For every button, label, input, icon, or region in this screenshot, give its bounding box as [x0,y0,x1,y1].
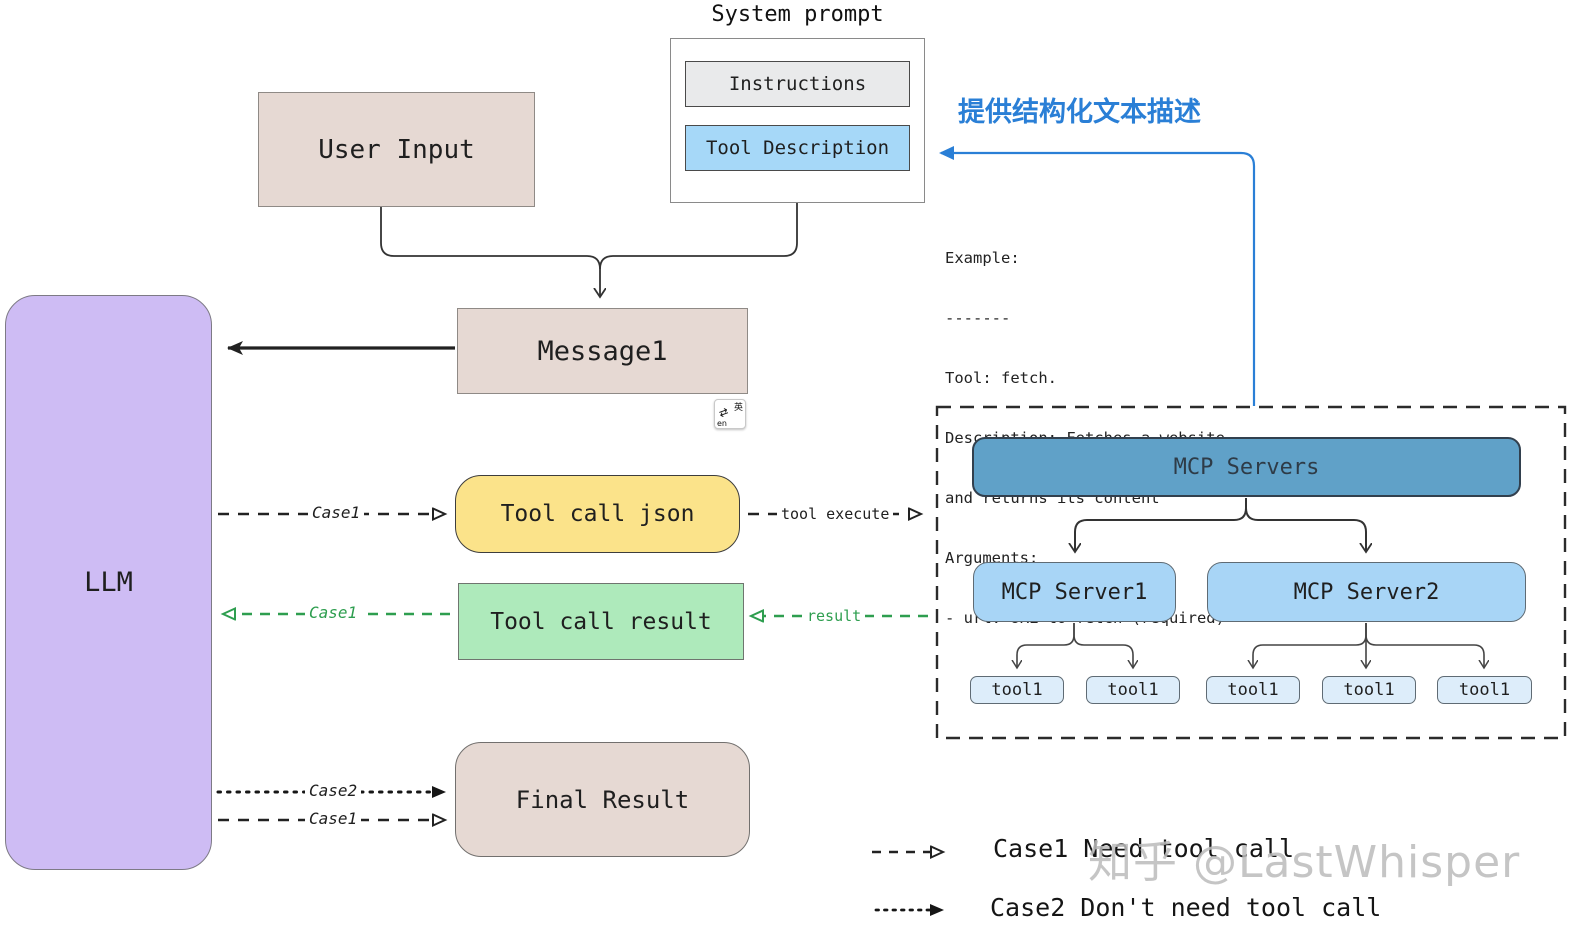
mcp-servers-bar: MCP Servers [972,437,1521,497]
result-label: result [803,606,866,626]
case1-label-bottom: Case1 [305,809,362,829]
tool1-box: tool1 [1086,676,1180,704]
mcp-server1-box: MCP Server1 [973,562,1176,622]
structured-text-note: 提供结构化文本描述 [958,97,1201,128]
tool-call-json-box: Tool call json [455,475,740,553]
user-input-box: User Input [258,92,535,207]
tool-call-result-box: Tool call result [458,583,744,660]
system-prompt-title: System prompt [711,2,884,27]
tool-execute-label: tool execute [777,504,894,524]
case1-label-top: Case1 [308,503,365,523]
case1-label-green: Case1 [305,603,362,623]
final-result-box: Final Result [455,742,750,857]
tool1-box: tool1 [1437,676,1532,704]
tool1-box: tool1 [1322,676,1416,704]
legend-case1: Case1 Need tool call [993,834,1295,863]
case2-label-bottom: Case2 [305,781,362,801]
tool1-box: tool1 [1206,676,1300,704]
translate-icon-zh: 英 [733,403,743,413]
translate-icon-en: en [717,419,727,428]
tool1-box: tool1 [970,676,1064,704]
llm-box: LLM [5,295,212,870]
instructions-box: Instructions [685,61,910,107]
message1-box: Message1 [457,308,748,394]
watermark: 知乎 @LastWhisper [1088,837,1521,888]
translate-swap-arrows-icon: ⇄ [717,404,731,421]
mcp-server2-box: MCP Server2 [1207,562,1526,622]
tool-description-box: Tool Description [685,125,910,171]
legend-case2: Case2 Don't need tool call [990,893,1382,922]
translate-icon[interactable]: 英 ⇄ en [714,399,746,429]
